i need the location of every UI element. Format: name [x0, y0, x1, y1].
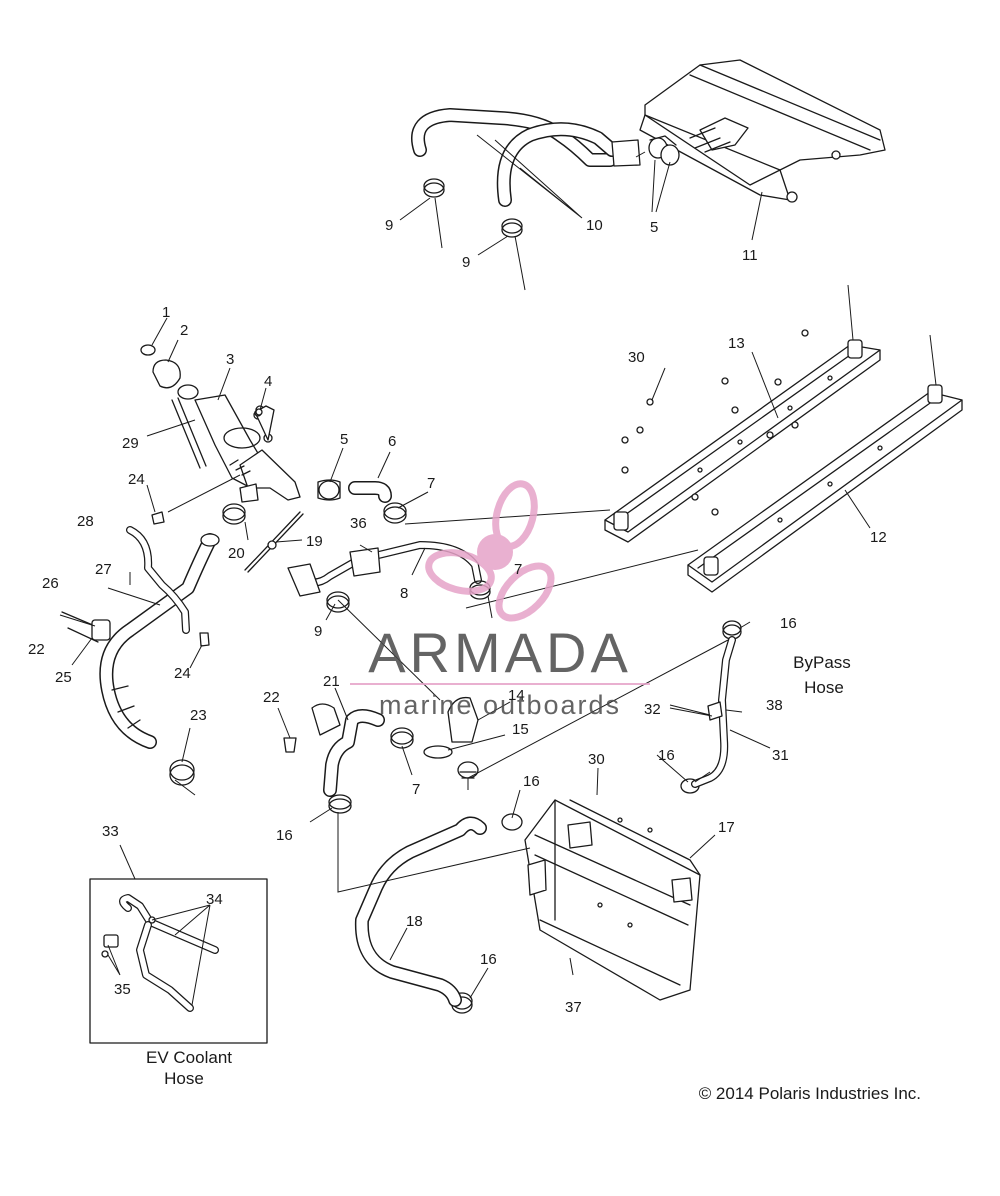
part-24-caps: [151, 408, 263, 647]
callout-36: 36: [350, 515, 367, 532]
callout-1: 1: [162, 304, 170, 321]
part-11-exchanger-plate: [639, 59, 886, 203]
callout-35: 35: [114, 981, 131, 998]
ev-caption-line1: EV Coolant: [146, 1048, 232, 1067]
part-27-28-hoses: [99, 526, 220, 749]
callout-10: 10: [586, 217, 603, 234]
part-21-hose: [311, 703, 414, 814]
callout-18: 18: [406, 913, 423, 930]
callout-21: 21: [323, 673, 340, 690]
callout-28: 28: [77, 513, 94, 530]
watermark-hub: [477, 534, 513, 570]
part-10-upper-hoses: [411, 108, 641, 207]
bypass-caption-line1: ByPass: [793, 653, 851, 672]
watermark-brand: ARMADA: [368, 621, 632, 684]
part-16-clamps: [451, 620, 742, 1014]
callout-7c: 7: [412, 781, 420, 798]
callout-29: 29: [122, 435, 139, 452]
callout-32: 32: [644, 701, 661, 718]
callout-16d: 16: [276, 827, 293, 844]
ev-coolant-box: [89, 878, 268, 1044]
callout-2: 2: [180, 322, 188, 339]
callout-30b: 30: [588, 751, 605, 768]
callout-6: 6: [388, 433, 396, 450]
callout-16e: 16: [480, 951, 497, 968]
part-31-bypass-hose: [691, 636, 736, 788]
callout-30a: 30: [628, 349, 645, 366]
part-20-19: [222, 503, 304, 573]
callout-13: 13: [728, 335, 745, 352]
leader-lines: [59, 134, 937, 1006]
callout-7a: 7: [427, 475, 435, 492]
clamps-upper: [423, 135, 680, 238]
callout-19: 19: [306, 533, 323, 550]
part-14-15: [423, 696, 479, 779]
callout-14: 14: [508, 687, 525, 704]
callout-22b: 22: [263, 689, 280, 706]
callout-16a: 16: [780, 615, 797, 632]
callout-23: 23: [190, 707, 207, 724]
callout-26: 26: [42, 575, 59, 592]
callout-labels: 1 2 3 4 5 5 6 7 7 7 8 9 9 9 10 11 12 13 …: [28, 217, 887, 1016]
callout-34: 34: [206, 891, 223, 908]
captions: ByPass Hose EV Coolant Hose © 2014 Polar…: [146, 653, 921, 1103]
callout-33: 33: [102, 823, 119, 840]
callout-5b: 5: [650, 219, 658, 236]
copyright-text: © 2014 Polaris Industries Inc.: [699, 1084, 921, 1103]
callout-22a: 22: [28, 641, 45, 658]
bolts-30: [621, 329, 809, 516]
callout-8: 8: [400, 585, 408, 602]
callout-31: 31: [772, 747, 789, 764]
callout-16b: 16: [658, 747, 675, 764]
part-18-lower-hose: [354, 816, 487, 1007]
callout-38: 38: [766, 697, 783, 714]
part-22-25-26: [61, 611, 297, 753]
watermark-tagline: marine outboards: [379, 690, 621, 720]
watermark-petal-2: [425, 549, 495, 595]
callout-20: 20: [228, 545, 245, 562]
callout-17: 17: [718, 819, 735, 836]
callout-5a: 5: [340, 431, 348, 448]
bypass-caption-line2: Hose: [804, 678, 844, 697]
callout-15: 15: [512, 721, 529, 738]
callout-16c: 16: [523, 773, 540, 790]
callout-9a: 9: [385, 217, 393, 234]
callout-25: 25: [55, 669, 72, 686]
part-12-rail: [687, 384, 963, 593]
fill-neck-assembly: [140, 344, 301, 503]
part-17-radiator: [524, 799, 701, 1001]
watermark: ARMADA marine outboards: [350, 480, 650, 720]
callout-24b: 24: [174, 665, 191, 682]
callout-3: 3: [226, 351, 234, 368]
part-13-rail: [604, 339, 881, 543]
center-hose-small: [317, 479, 407, 524]
callout-7b: 7: [514, 561, 522, 578]
callout-11: 11: [742, 247, 758, 264]
callout-9c: 9: [314, 623, 322, 640]
callout-12: 12: [870, 529, 887, 546]
ev-caption-line2: Hose: [164, 1069, 204, 1088]
callout-9b: 9: [462, 254, 470, 271]
watermark-petal-3: [495, 562, 555, 622]
callout-37: 37: [565, 999, 582, 1016]
part-9-mid-clamp: [326, 591, 350, 613]
callout-24a: 24: [128, 471, 145, 488]
part-23-clamp: [169, 759, 195, 786]
callout-27: 27: [95, 561, 112, 578]
callout-4: 4: [264, 373, 272, 390]
